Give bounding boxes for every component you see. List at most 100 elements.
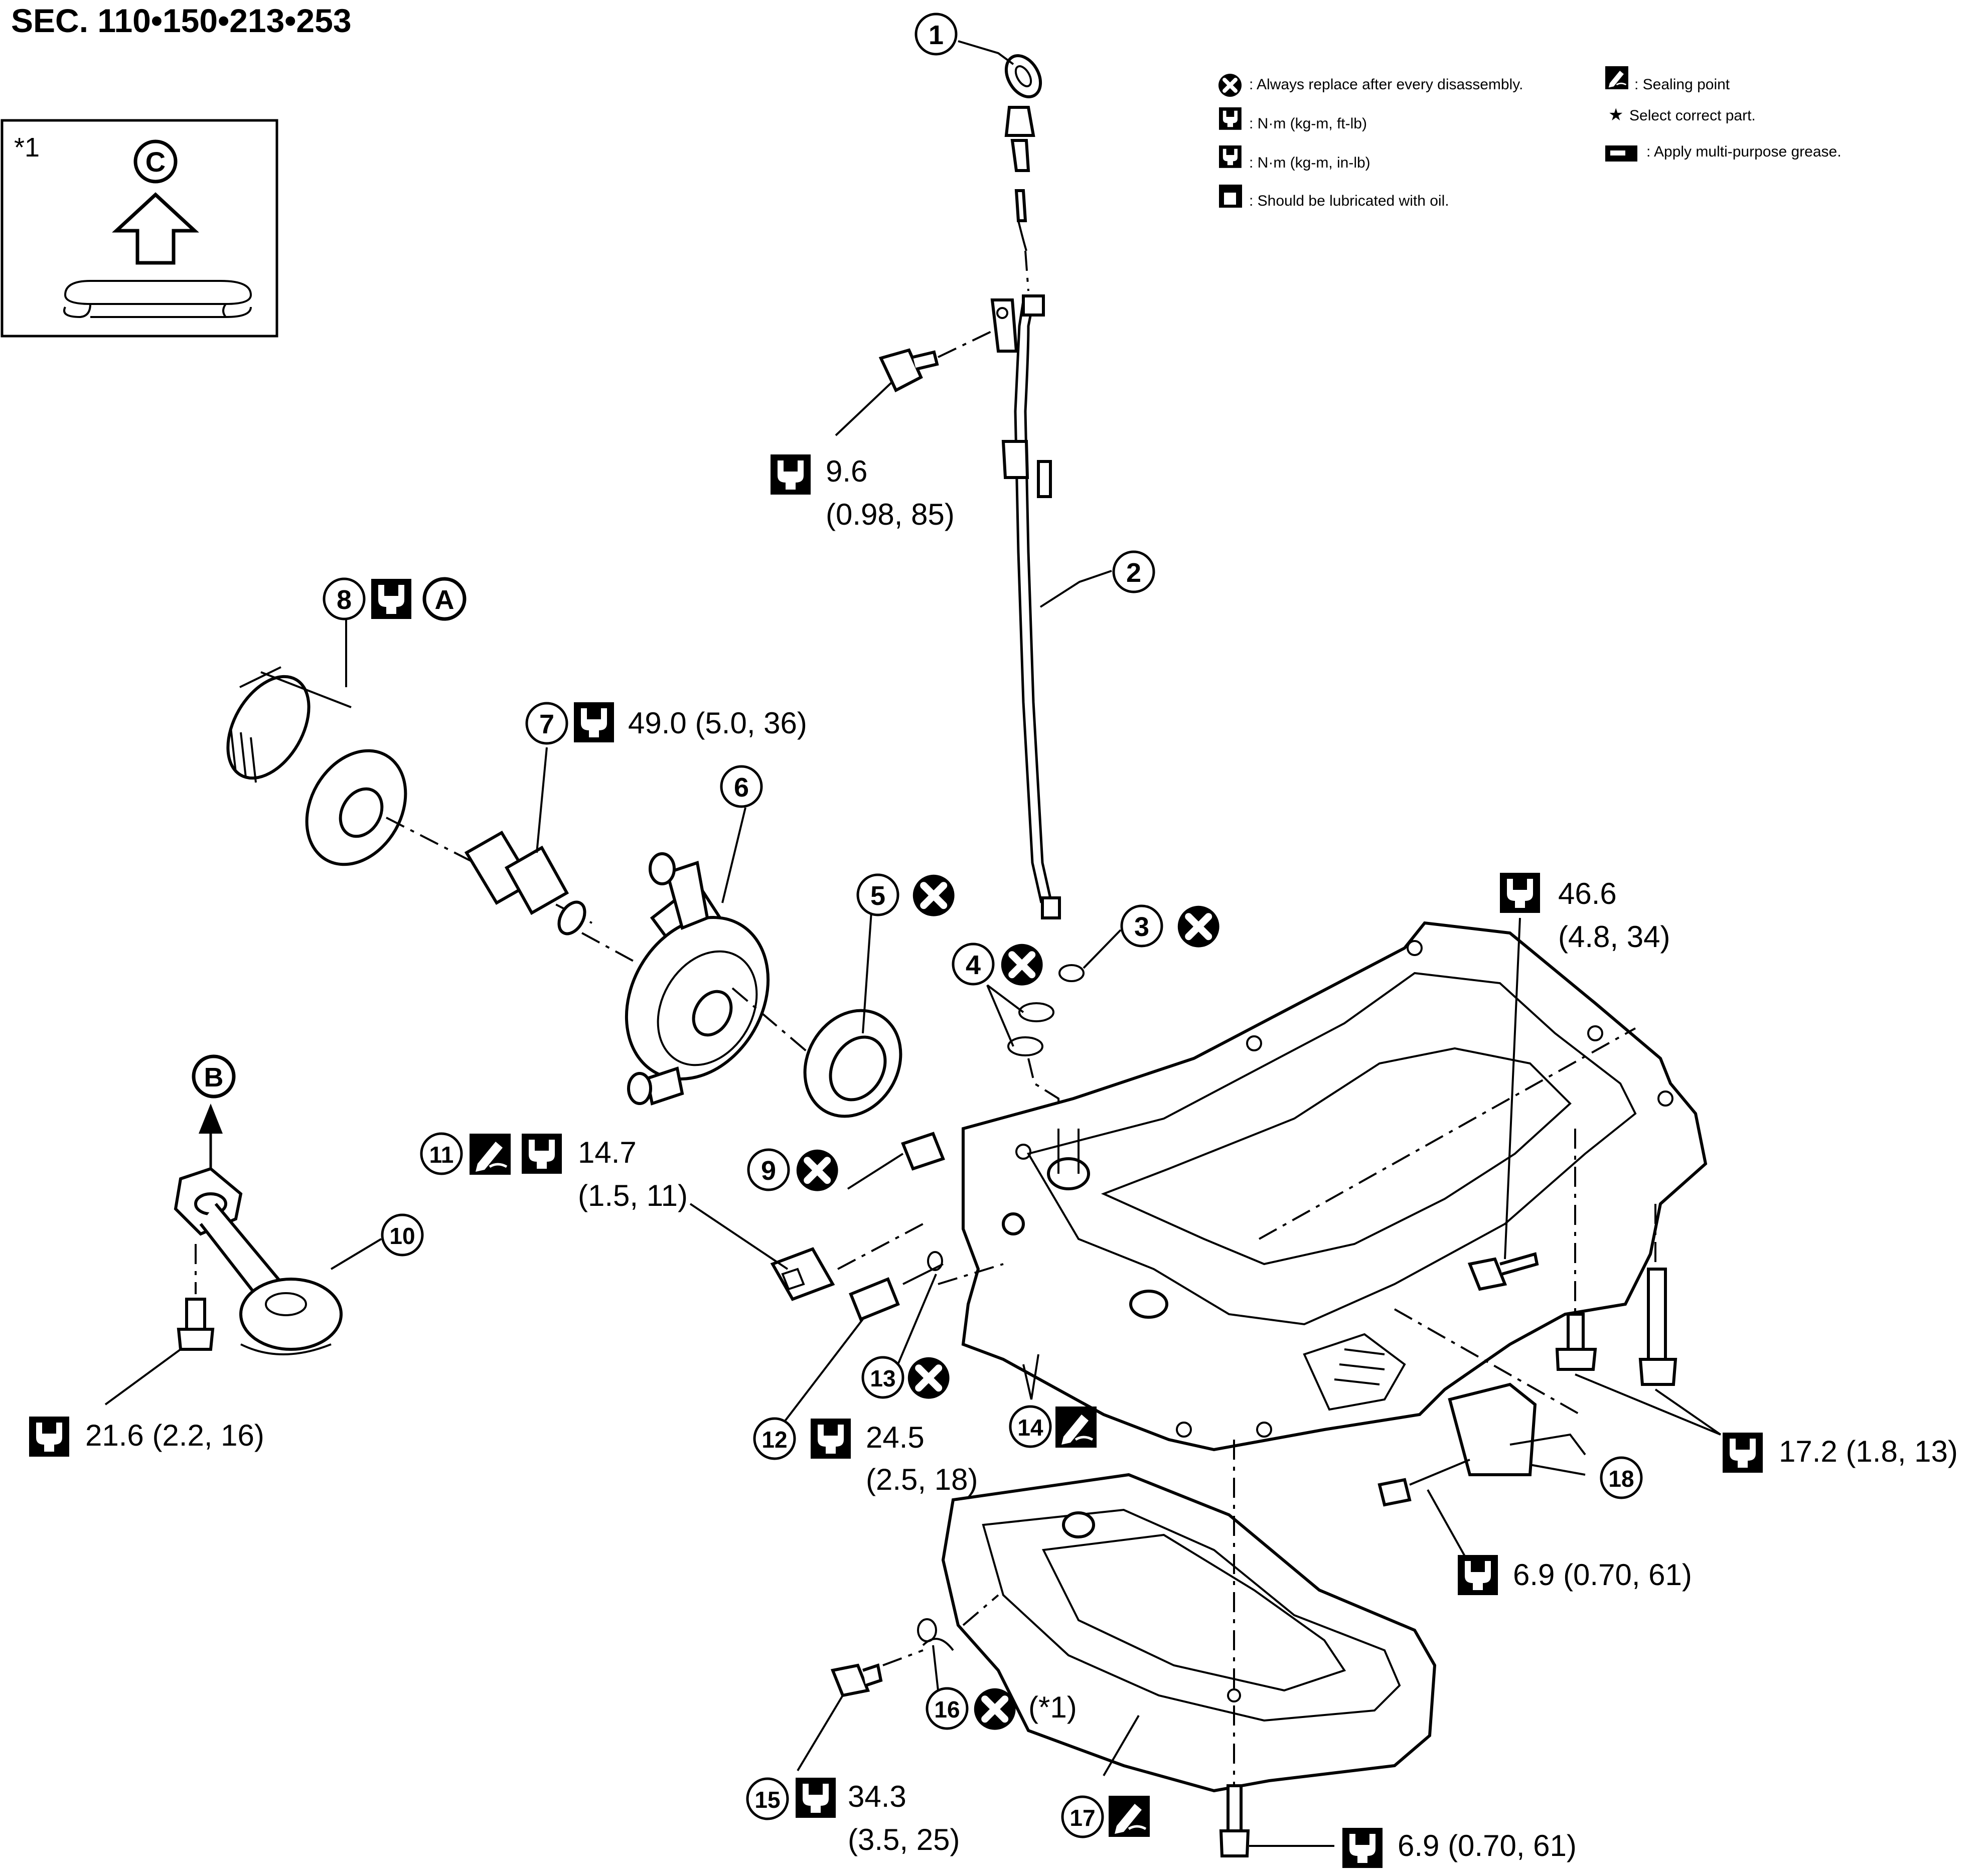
callout-4-label: 4 — [966, 950, 981, 980]
oil-can-icon — [1219, 185, 1242, 208]
callout-2-label: 2 — [1126, 558, 1141, 588]
torque-wrench-icon — [371, 579, 411, 619]
dipstick-assembly — [835, 40, 1112, 919]
torque-wrench-icon — [522, 1134, 562, 1174]
callout-11-label: 11 — [429, 1142, 454, 1168]
callout-2 — [1112, 550, 1155, 593]
inset-mark: *1 — [14, 132, 40, 163]
bolt-46 — [1467, 917, 1539, 1291]
torque-sensor: 14.7 — [578, 1136, 637, 1169]
torque-drain-plug-units: (3.5, 25) — [848, 1823, 960, 1856]
callout-17 — [1061, 1795, 1104, 1838]
callout-12 — [753, 1417, 796, 1460]
letter-a: A — [435, 585, 454, 615]
x-circle-icon — [974, 1688, 1016, 1730]
inset-box: *1 C — [1, 119, 278, 338]
callout-15 — [746, 1777, 789, 1820]
drain-plug — [797, 1618, 939, 1772]
baffle-plate — [1378, 1382, 1586, 1566]
oil-pan-upper — [961, 921, 1708, 1452]
callout-10 — [381, 1213, 424, 1257]
callout-5 — [856, 873, 899, 916]
torque-wrench-icon — [1458, 1555, 1498, 1595]
torque-connector: 49.0 (5.0, 36) — [628, 706, 807, 740]
callout-18 — [1600, 1456, 1643, 1499]
sealant-icon — [1055, 1407, 1097, 1448]
torque-dipstick-bolt-units: (0.98, 85) — [826, 498, 955, 531]
callout-9-label: 9 — [761, 1156, 776, 1186]
callout-13 — [861, 1356, 904, 1399]
callout-8-label: 8 — [337, 585, 352, 615]
washer-note: (*1) — [1028, 1690, 1077, 1724]
x-circle-icon — [797, 1150, 838, 1191]
callout-6 — [720, 765, 763, 808]
bolts-17 — [1555, 1268, 1722, 1436]
x-circle-icon — [1001, 944, 1043, 986]
torque-lower-bolt: 6.9 (0.70, 61) — [1398, 1829, 1577, 1862]
torque-switch-units: (2.5, 18) — [866, 1463, 978, 1496]
torque-upper-bolts: 17.2 (1.8, 13) — [1779, 1435, 1958, 1468]
oil-filter — [226, 607, 592, 924]
star-icon: ★ — [1608, 105, 1623, 124]
torque-pan-bolt: 46.6 — [1558, 877, 1617, 910]
legend-item-ftlb: : N·m (kg-m, ft-lb) — [1249, 115, 1367, 132]
callout-3-label: 3 — [1134, 912, 1149, 942]
legend-item-select: Select correct part. — [1629, 107, 1756, 124]
letter-markers: A B — [192, 577, 467, 1099]
torque-wrench-icon — [1342, 1828, 1383, 1868]
oil-strainer — [104, 1104, 382, 1406]
torque-wrench-icon — [1723, 1433, 1763, 1473]
callout-1 — [914, 13, 958, 56]
callout-6-label: 6 — [734, 772, 749, 803]
callout-9 — [747, 1148, 790, 1191]
legend-item-sealing: : Sealing point — [1634, 76, 1730, 93]
torque-wrench-icon — [574, 702, 614, 742]
torque-sensor-units: (1.5, 11) — [578, 1179, 688, 1212]
o-ring-seal — [803, 904, 902, 1118]
callout-15-label: 15 — [754, 1787, 780, 1813]
callout-13-label: 13 — [870, 1365, 895, 1391]
up-arrow-icon — [112, 192, 199, 265]
legend: : Always replace after every disassembly… — [1218, 65, 1842, 209]
callout-3 — [1120, 904, 1163, 948]
oil-cooler — [625, 807, 834, 1106]
connector-bolt — [464, 747, 638, 964]
callout-10-label: 10 — [389, 1223, 415, 1249]
sensors-and-plugs — [689, 1132, 1039, 1436]
torque-wrench-icon — [796, 1778, 836, 1818]
section-title: SEC. 110•150•213•253 — [11, 2, 352, 39]
grease-icon — [1605, 145, 1637, 162]
torque-baffle: 6.9 (0.70, 61) — [1513, 1558, 1692, 1592]
callout-12-label: 12 — [761, 1427, 787, 1453]
torque-wrench-icon — [771, 454, 811, 495]
bottom-bolt — [1219, 1784, 1334, 1857]
torque-strainer: 21.6 (2.2, 16) — [85, 1419, 264, 1452]
callout-14-label: 14 — [1017, 1415, 1043, 1441]
letter-b: B — [204, 1062, 224, 1092]
legend-item-grease: : Apply multi-purpose grease. — [1646, 143, 1842, 160]
seal-profile-icon — [63, 280, 252, 319]
x-circle-icon — [913, 875, 955, 916]
torque-wrench-icon — [811, 1419, 851, 1459]
legend-item-inlb: : N·m (kg-m, in-lb) — [1249, 154, 1370, 171]
torque-wrench-icon — [1500, 873, 1540, 913]
callout-7-label: 7 — [539, 709, 554, 739]
torque-switch: 24.5 — [866, 1421, 925, 1454]
callout-4 — [952, 943, 995, 986]
callout-18-label: 18 — [1608, 1466, 1634, 1492]
sealant-icon — [1109, 1796, 1150, 1837]
callout-7 — [525, 702, 568, 745]
legend-item-lubricate: : Should be lubricated with oil. — [1249, 193, 1449, 209]
torque-pan-bolt-units: (4.8, 34) — [1558, 920, 1670, 954]
legend-item-replace: : Always replace after every disassembly… — [1249, 76, 1523, 93]
torque-dipstick-bolt: 9.6 — [826, 454, 867, 488]
callout-8 — [323, 577, 366, 620]
x-circle-icon — [908, 1357, 950, 1399]
callout-11 — [420, 1132, 463, 1175]
callout-16-label: 16 — [934, 1696, 960, 1723]
callout-5-label: 5 — [870, 881, 885, 911]
callouts — [323, 13, 1643, 1838]
oil-pan-lower — [922, 1440, 1437, 1793]
sealant-icon — [470, 1134, 511, 1175]
